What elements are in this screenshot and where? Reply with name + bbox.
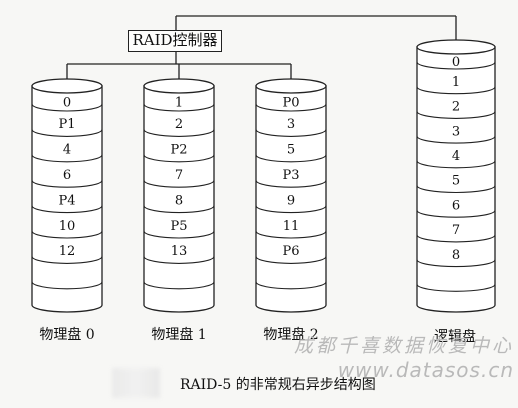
physical-disk-0-block-label: P4: [58, 193, 75, 208]
raid-controller-label: RAID控制器: [132, 31, 218, 49]
physical-disk-2-body: [255, 85, 327, 313]
logical-disk-block-boundary: [416, 86, 496, 95]
physical-disk-0-block-boundary: [31, 103, 103, 112]
disk-cylinders: 0P146P4101212P278P513P035P3911P601234567…: [31, 39, 496, 313]
logical-disk-block-boundary: [416, 135, 496, 144]
logical-disk-block-label: 4: [452, 149, 460, 164]
physical-disk-2-block-label: P3: [282, 168, 299, 183]
logical-disk-block-boundary: [416, 111, 496, 119]
disk-label-physical-2: 物理盘 2: [263, 327, 319, 343]
logical-disk-body: [416, 46, 496, 313]
watermark: 成都千喜数据恢复中心 www.datasos.cn: [262, 334, 514, 382]
physical-disk-0-block-boundary: [31, 129, 103, 137]
logical-disk-block-boundary: [416, 160, 496, 169]
figure-caption: RAID-5 的非常规右异步结构图: [180, 377, 376, 393]
physical-disk-0-block-label: 6: [63, 168, 71, 183]
logical-disk-block-label: 8: [452, 248, 460, 263]
logical-disk-top-cap: [416, 39, 496, 55]
physical-disk-1-block-boundary: [143, 230, 215, 239]
logical-disk-block-label: 6: [452, 198, 460, 213]
physical-disk-0-block-label: P1: [58, 117, 75, 132]
logical-disk-block-boundary: [416, 234, 496, 243]
physical-disk-0-body: [31, 85, 103, 313]
physical-disk-2-block-label: 11: [283, 219, 300, 234]
physical-disk-2-block-boundary: [255, 180, 327, 188]
physical-disk-2-block-boundary: [255, 103, 327, 112]
physical-disk-2-top-cap: [255, 78, 327, 94]
logical-disk-block-boundary: [416, 210, 496, 218]
physical-disk-1-block-label: P5: [170, 219, 187, 234]
disk-label-logical: 逻辑盘: [434, 329, 476, 345]
physical-disk-2-block-label: 5: [287, 143, 295, 158]
physical-disk-2-block-label: 3: [287, 117, 295, 132]
physical-disk-0-block-label: 12: [59, 244, 76, 259]
physical-disk-1-top-cap: [143, 78, 215, 94]
physical-disk-2-block-boundary: [255, 154, 327, 163]
logical-disk-block-boundary: [416, 284, 496, 292]
physical-disk-1-block-label: P2: [170, 143, 187, 158]
physical-disk-0-block-label: 4: [63, 143, 71, 158]
physical-disk-1-block-boundary: [143, 154, 215, 163]
physical-disk-1-body: [143, 85, 215, 313]
physical-disk-1-block-boundary: [143, 129, 215, 137]
physical-disk-2-block-label: P6: [282, 244, 299, 259]
physical-disk-2-block-label: P0: [282, 96, 299, 111]
logical-disk-block-label: 5: [452, 174, 460, 189]
raid-controller-box: RAID控制器: [128, 30, 222, 52]
physical-disk-0-block-boundary: [31, 154, 103, 163]
physical-disk-0-block-boundary: [31, 180, 103, 188]
physical-disk-1-block-label: 1: [175, 96, 183, 111]
logical-disk-block-label: 3: [452, 124, 460, 139]
physical-disk-2-block-boundary: [255, 129, 327, 137]
physical-disk-1-block-boundary: [143, 256, 215, 264]
physical-disk-2-block-boundary: [255, 256, 327, 264]
physical-disk-1-block-boundary: [143, 103, 215, 112]
physical-disk-0-cylinder: 0P1 4 6P4 10 12: [31, 78, 103, 313]
physical-disk-0-block-boundary: [31, 205, 103, 214]
logical-disk-block-boundary: [416, 185, 496, 194]
logical-disk-block-label: 7: [452, 223, 460, 238]
logical-disk-block-boundary: [416, 259, 496, 268]
logical-disk-cylinder: 0 1 2 3 4 5 6 7 8: [416, 39, 496, 313]
physical-disk-2-block-boundary: [255, 205, 327, 214]
physical-disk-1-block-label: 7: [175, 168, 183, 183]
watermark-url: www.datasos.cn: [337, 358, 514, 382]
disk-label-physical-1: 物理盘 1: [151, 327, 207, 343]
physical-disk-2-block-boundary: [255, 281, 327, 290]
physical-disk-2-block-boundary: [255, 230, 327, 239]
logical-disk-block-boundary: [416, 61, 496, 70]
physical-disk-0-block-boundary: [31, 281, 103, 290]
physical-disk-1-block-label: 8: [175, 193, 183, 208]
physical-disk-1-block-boundary: [143, 205, 215, 214]
physical-disk-1-block-label: 2: [175, 117, 183, 132]
logical-disk-block-label: 2: [452, 100, 460, 115]
logical-disk-block-label: 0: [452, 55, 460, 70]
physical-disk-2-block-label: 9: [287, 193, 295, 208]
blurred-figure-number: [112, 368, 160, 398]
physical-disk-0-block-boundary: [31, 230, 103, 239]
disk-label-physical-0: 物理盘 0: [39, 327, 95, 343]
physical-disk-0-block-label: 0: [63, 96, 71, 111]
physical-disk-0-block-boundary: [31, 256, 103, 264]
physical-disk-1-block-label: 13: [171, 244, 188, 259]
logical-disk-block-label: 1: [452, 75, 460, 90]
physical-disk-1-block-boundary: [143, 180, 215, 188]
physical-disk-0-top-cap: [31, 78, 103, 94]
connector-lines: [66, 15, 457, 79]
physical-disk-0-block-label: 10: [59, 219, 76, 234]
watermark-company-text: 成都千喜数据恢复中心: [293, 335, 514, 357]
physical-disk-1-cylinder: 1 2P2 7 8P5 13: [143, 78, 215, 313]
physical-disk-1-block-boundary: [143, 281, 215, 290]
